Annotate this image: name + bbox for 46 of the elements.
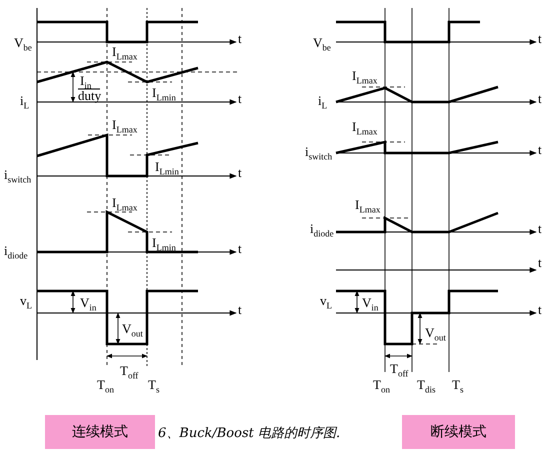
signal-label: I$_{Lmin}$ [155, 160, 179, 179]
signal-label: t [238, 242, 242, 256]
signal-label: V$_{be}$ [14, 36, 32, 55]
signal-label: t [538, 222, 542, 236]
signal-label: V$_{in}$ [362, 296, 378, 315]
signal-label: T$_{off}$ [390, 362, 408, 381]
signal-label: T$_{off}$ [120, 364, 138, 383]
signal-label: V$_{be}$ [313, 36, 331, 55]
fraction-denominator: duty [78, 89, 102, 103]
signal-label: v$_{L}$ [20, 294, 32, 313]
signal-label: i$_{switch}$ [305, 145, 332, 164]
signal-label: t [538, 256, 542, 270]
figure-caption: 6、Buck/Boost 电路的时序图. [158, 425, 340, 442]
signal-label: i$_{diode}$ [4, 244, 28, 263]
signal-label: t [238, 303, 242, 317]
signal-label: I$_{Lmin}$ [152, 236, 176, 255]
mode-label-box: 连续模式 [45, 415, 155, 449]
signal-label: I$_{Lmax}$ [112, 45, 138, 64]
signal-label: I$_{Lmax}$ [352, 120, 378, 139]
signal-label: i$_{switch}$ [4, 168, 32, 187]
signal-label: T$_{s}$ [452, 378, 464, 397]
signal-label: I$_{Lmax}$ [112, 118, 138, 137]
signal-label: t [538, 92, 542, 106]
signal-label: I$_{Lmax}$ [352, 69, 378, 88]
signal-label: t [238, 92, 242, 106]
signal-label: t [538, 143, 542, 157]
mode-label-box: 断续模式 [402, 415, 515, 449]
signal-label: t [538, 32, 542, 46]
signal-label: i$_{diode}$ [310, 222, 334, 241]
signal-label: i$_{L}$ [318, 94, 328, 113]
signal-label: i$_{L}$ [20, 94, 30, 113]
signal-label: V$_{out}$ [122, 322, 143, 341]
signal-label: I$_{in}$ [80, 74, 92, 91]
signal-label: v$_{L}$ [320, 294, 332, 313]
signal-label: V$_{out}$ [425, 326, 446, 345]
signal-label: T$_{on}$ [97, 378, 114, 397]
signal-label: t [238, 32, 242, 46]
signal-label: I$_{Lmax}$ [112, 196, 138, 215]
signal-label: I$_{Lmax}$ [355, 198, 380, 217]
signal-label: T$_{dis}$ [417, 378, 436, 397]
signal-label: T$_{s}$ [148, 378, 160, 397]
signal-label: t [538, 303, 542, 317]
signal-label: t [238, 166, 242, 180]
signal-label: T$_{on}$ [373, 378, 390, 397]
signal-label: V$_{in}$ [80, 296, 96, 315]
signal-label: I$_{Lmin}$ [152, 86, 176, 105]
